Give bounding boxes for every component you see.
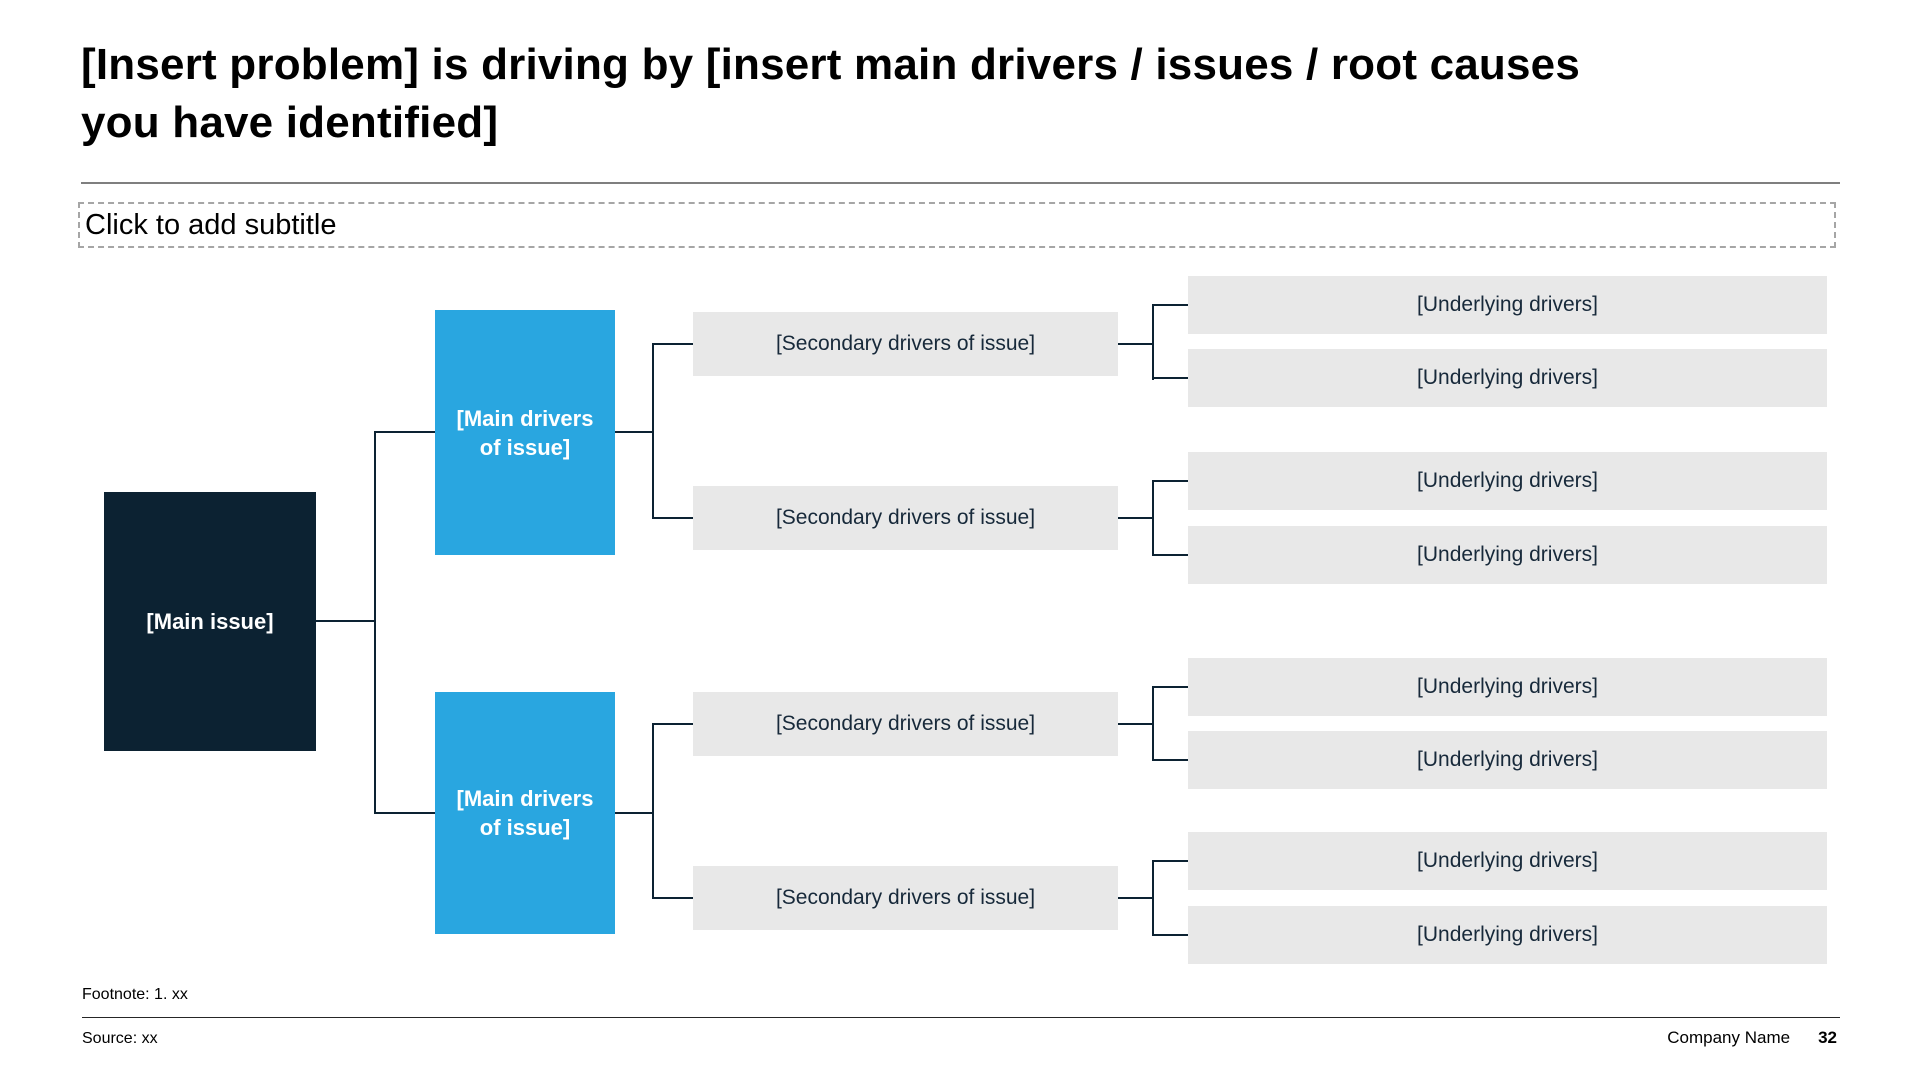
connector-drv1-stub-bottom [652,517,693,519]
slide-title-line-2: you have identified] [81,98,499,147]
connector-sec4-stub-bottom [1152,934,1188,936]
connector-sec2-stub-bottom [1152,554,1188,556]
connector-sec4-h [1118,897,1154,899]
page-number: 32 [1818,1028,1837,1047]
connector-sec3-stub-top [1152,686,1188,688]
underlying-driver-box-6[interactable]: [Underlying drivers] [1188,731,1827,789]
underlying-driver-box-8[interactable]: [Underlying drivers] [1188,906,1827,964]
connector-sec3-h [1118,723,1154,725]
connector-drv1-h [615,431,653,433]
company-name: Company Name [1667,1028,1791,1047]
main-issue-label: [Main issue] [146,608,274,634]
connector-sec3-stub-bottom [1152,759,1188,761]
underlying-driver-box-1[interactable]: [Underlying drivers] [1188,276,1827,334]
underlying-driver-label-3: [Underlying drivers] [1417,469,1598,492]
main-issue-box[interactable]: [Main issue] [104,492,316,751]
footer-divider-line [82,1017,1840,1018]
subtitle-placeholder[interactable]: Click to add subtitle [78,202,1836,248]
underlying-driver-box-7[interactable]: [Underlying drivers] [1188,832,1827,890]
connector-drv2-stub-bottom [652,897,693,899]
main-driver-box-2[interactable]: [Main drivers of issue] [435,692,615,934]
connector-sec1-v [1152,304,1154,380]
slide-title[interactable]: [Insert problem] is driving by [insert m… [81,36,1821,152]
main-driver-label-2: [Main drivers of issue] [456,786,594,840]
slide-title-line-1: [Insert problem] is driving by [insert m… [81,40,1581,89]
connector-sec4-stub-top [1152,860,1188,862]
connector-main-stub-top [374,431,435,433]
connector-main-v [374,431,376,814]
connector-sec1-stub-top [1152,304,1188,306]
secondary-driver-box-4[interactable]: [Secondary drivers of issue] [693,866,1118,930]
connector-sec1-stub-bottom [1152,377,1188,379]
underlying-driver-label-5: [Underlying drivers] [1417,675,1598,698]
title-divider-line [81,182,1840,184]
footnote-text: Footnote: 1. xx [82,986,188,1003]
underlying-driver-box-3[interactable]: [Underlying drivers] [1188,452,1827,510]
connector-main-h [316,620,375,622]
underlying-driver-box-2[interactable]: [Underlying drivers] [1188,349,1827,407]
underlying-driver-label-1: [Underlying drivers] [1417,293,1598,316]
connector-sec4-v [1152,860,1154,936]
connector-drv2-stub-top [652,723,693,725]
connector-main-stub-bottom [374,812,435,814]
secondary-driver-box-2[interactable]: [Secondary drivers of issue] [693,486,1118,550]
connector-drv2-v [652,723,654,899]
secondary-driver-label-4: [Secondary drivers of issue] [775,886,1036,909]
secondary-driver-box-3[interactable]: [Secondary drivers of issue] [693,692,1118,756]
secondary-driver-label-3: [Secondary drivers of issue] [775,712,1036,735]
main-driver-box-1[interactable]: [Main drivers of issue] [435,310,615,555]
main-driver-label-1: [Main drivers of issue] [456,405,594,460]
secondary-driver-label-2: [Secondary drivers of issue] [775,506,1036,529]
underlying-driver-label-2: [Underlying drivers] [1417,366,1598,389]
connector-sec3-v [1152,686,1154,761]
source-text: Source: xx [82,1030,158,1047]
connector-sec2-v [1152,480,1154,556]
underlying-driver-label-7: [Underlying drivers] [1417,849,1598,872]
footer-right-group: Company Name 32 [1667,1028,1837,1048]
underlying-driver-box-4[interactable]: [Underlying drivers] [1188,526,1827,584]
connector-sec2-stub-top [1152,480,1188,482]
secondary-driver-box-1[interactable]: [Secondary drivers of issue] [693,312,1118,376]
secondary-driver-label-1: [Secondary drivers of issue] [775,332,1036,355]
connector-sec2-h [1118,517,1154,519]
underlying-driver-label-4: [Underlying drivers] [1417,543,1598,566]
underlying-driver-box-5[interactable]: [Underlying drivers] [1188,658,1827,716]
connector-drv1-stub-top [652,343,693,345]
connector-drv2-h [615,812,653,814]
subtitle-placeholder-text: Click to add subtitle [85,208,337,241]
underlying-driver-label-6: [Underlying drivers] [1417,748,1598,771]
underlying-driver-label-8: [Underlying drivers] [1417,923,1598,946]
connector-drv1-v [652,343,654,519]
connector-sec1-h [1118,343,1154,345]
